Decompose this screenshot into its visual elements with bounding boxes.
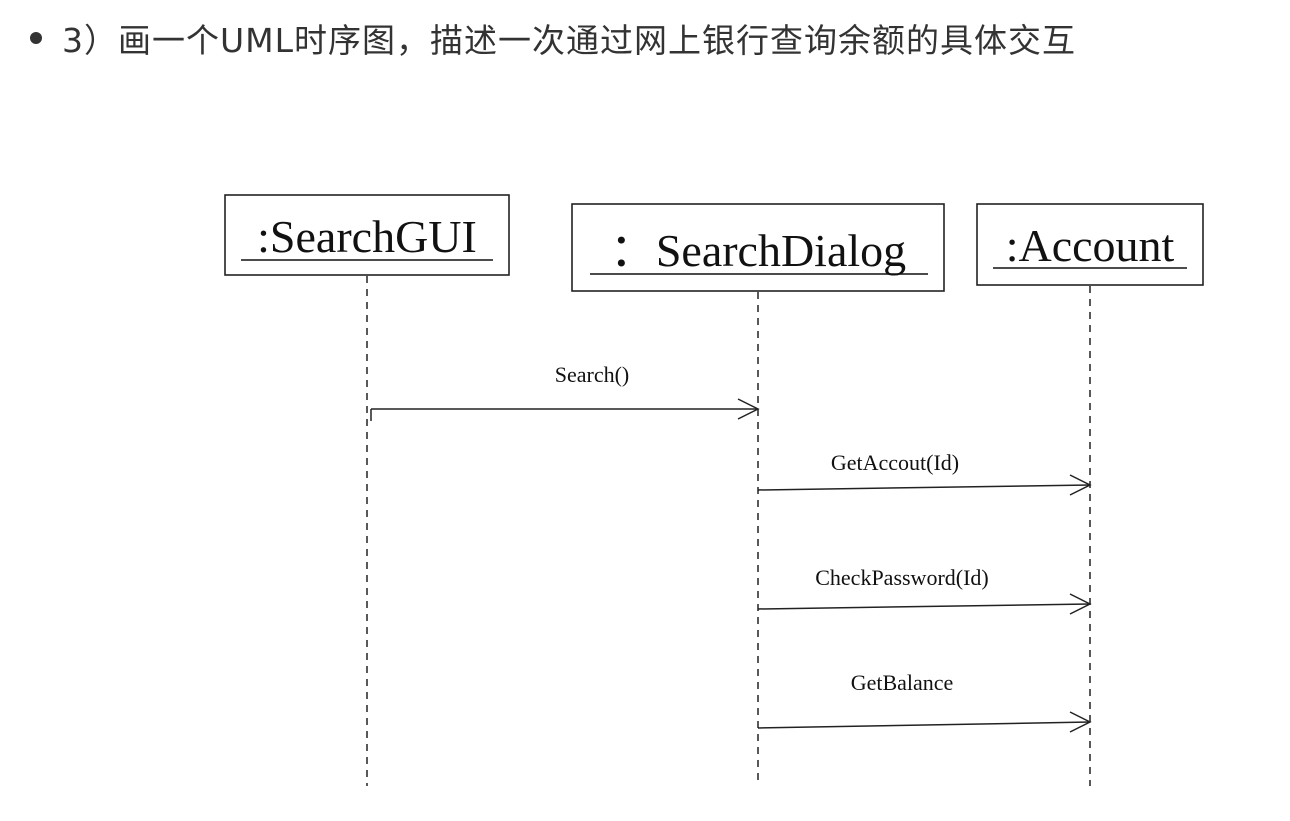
message-arrow-line [757, 603, 1091, 610]
object-label-account: :Account [1006, 220, 1175, 271]
open-arrowhead-icon [1069, 474, 1092, 496]
message-get-account: GetAccout(Id) [757, 450, 1092, 496]
message-search: Search() [370, 362, 760, 421]
object-account: :Account [976, 203, 1204, 286]
object-label-search-dialog: ：SearchDialog [610, 225, 906, 276]
open-arrowhead-icon [1069, 711, 1092, 733]
message-label: GetBalance [851, 670, 954, 695]
object-search-gui: :SearchGUI [224, 194, 510, 276]
message-label: CheckPassword(Id) [815, 565, 989, 590]
question-heading: 3）画一个UML时序图，描述一次通过网上银行查询余额的具体交互 [30, 14, 1076, 62]
object-box-search-gui [224, 194, 510, 276]
message-check-password: CheckPassword(Id) [757, 565, 1092, 615]
message-arrow-line [757, 721, 1091, 729]
object-box-search-dialog [571, 203, 945, 292]
message-arrow-line [757, 484, 1091, 491]
message-get-balance: GetBalance [757, 670, 1092, 733]
message-label: Search() [555, 362, 630, 387]
object-label-search-gui: :SearchGUI [257, 211, 477, 262]
heading-text: 3）画一个UML时序图，描述一次通过网上银行查询余额的具体交互 [62, 21, 1077, 60]
object-search-dialog: ：SearchDialog [571, 203, 945, 292]
open-arrowhead-icon [737, 398, 760, 420]
object-box-account [976, 203, 1204, 286]
bullet-dot-icon [30, 32, 42, 44]
message-label: GetAccout(Id) [831, 450, 959, 475]
open-arrowhead-icon [1069, 593, 1092, 615]
